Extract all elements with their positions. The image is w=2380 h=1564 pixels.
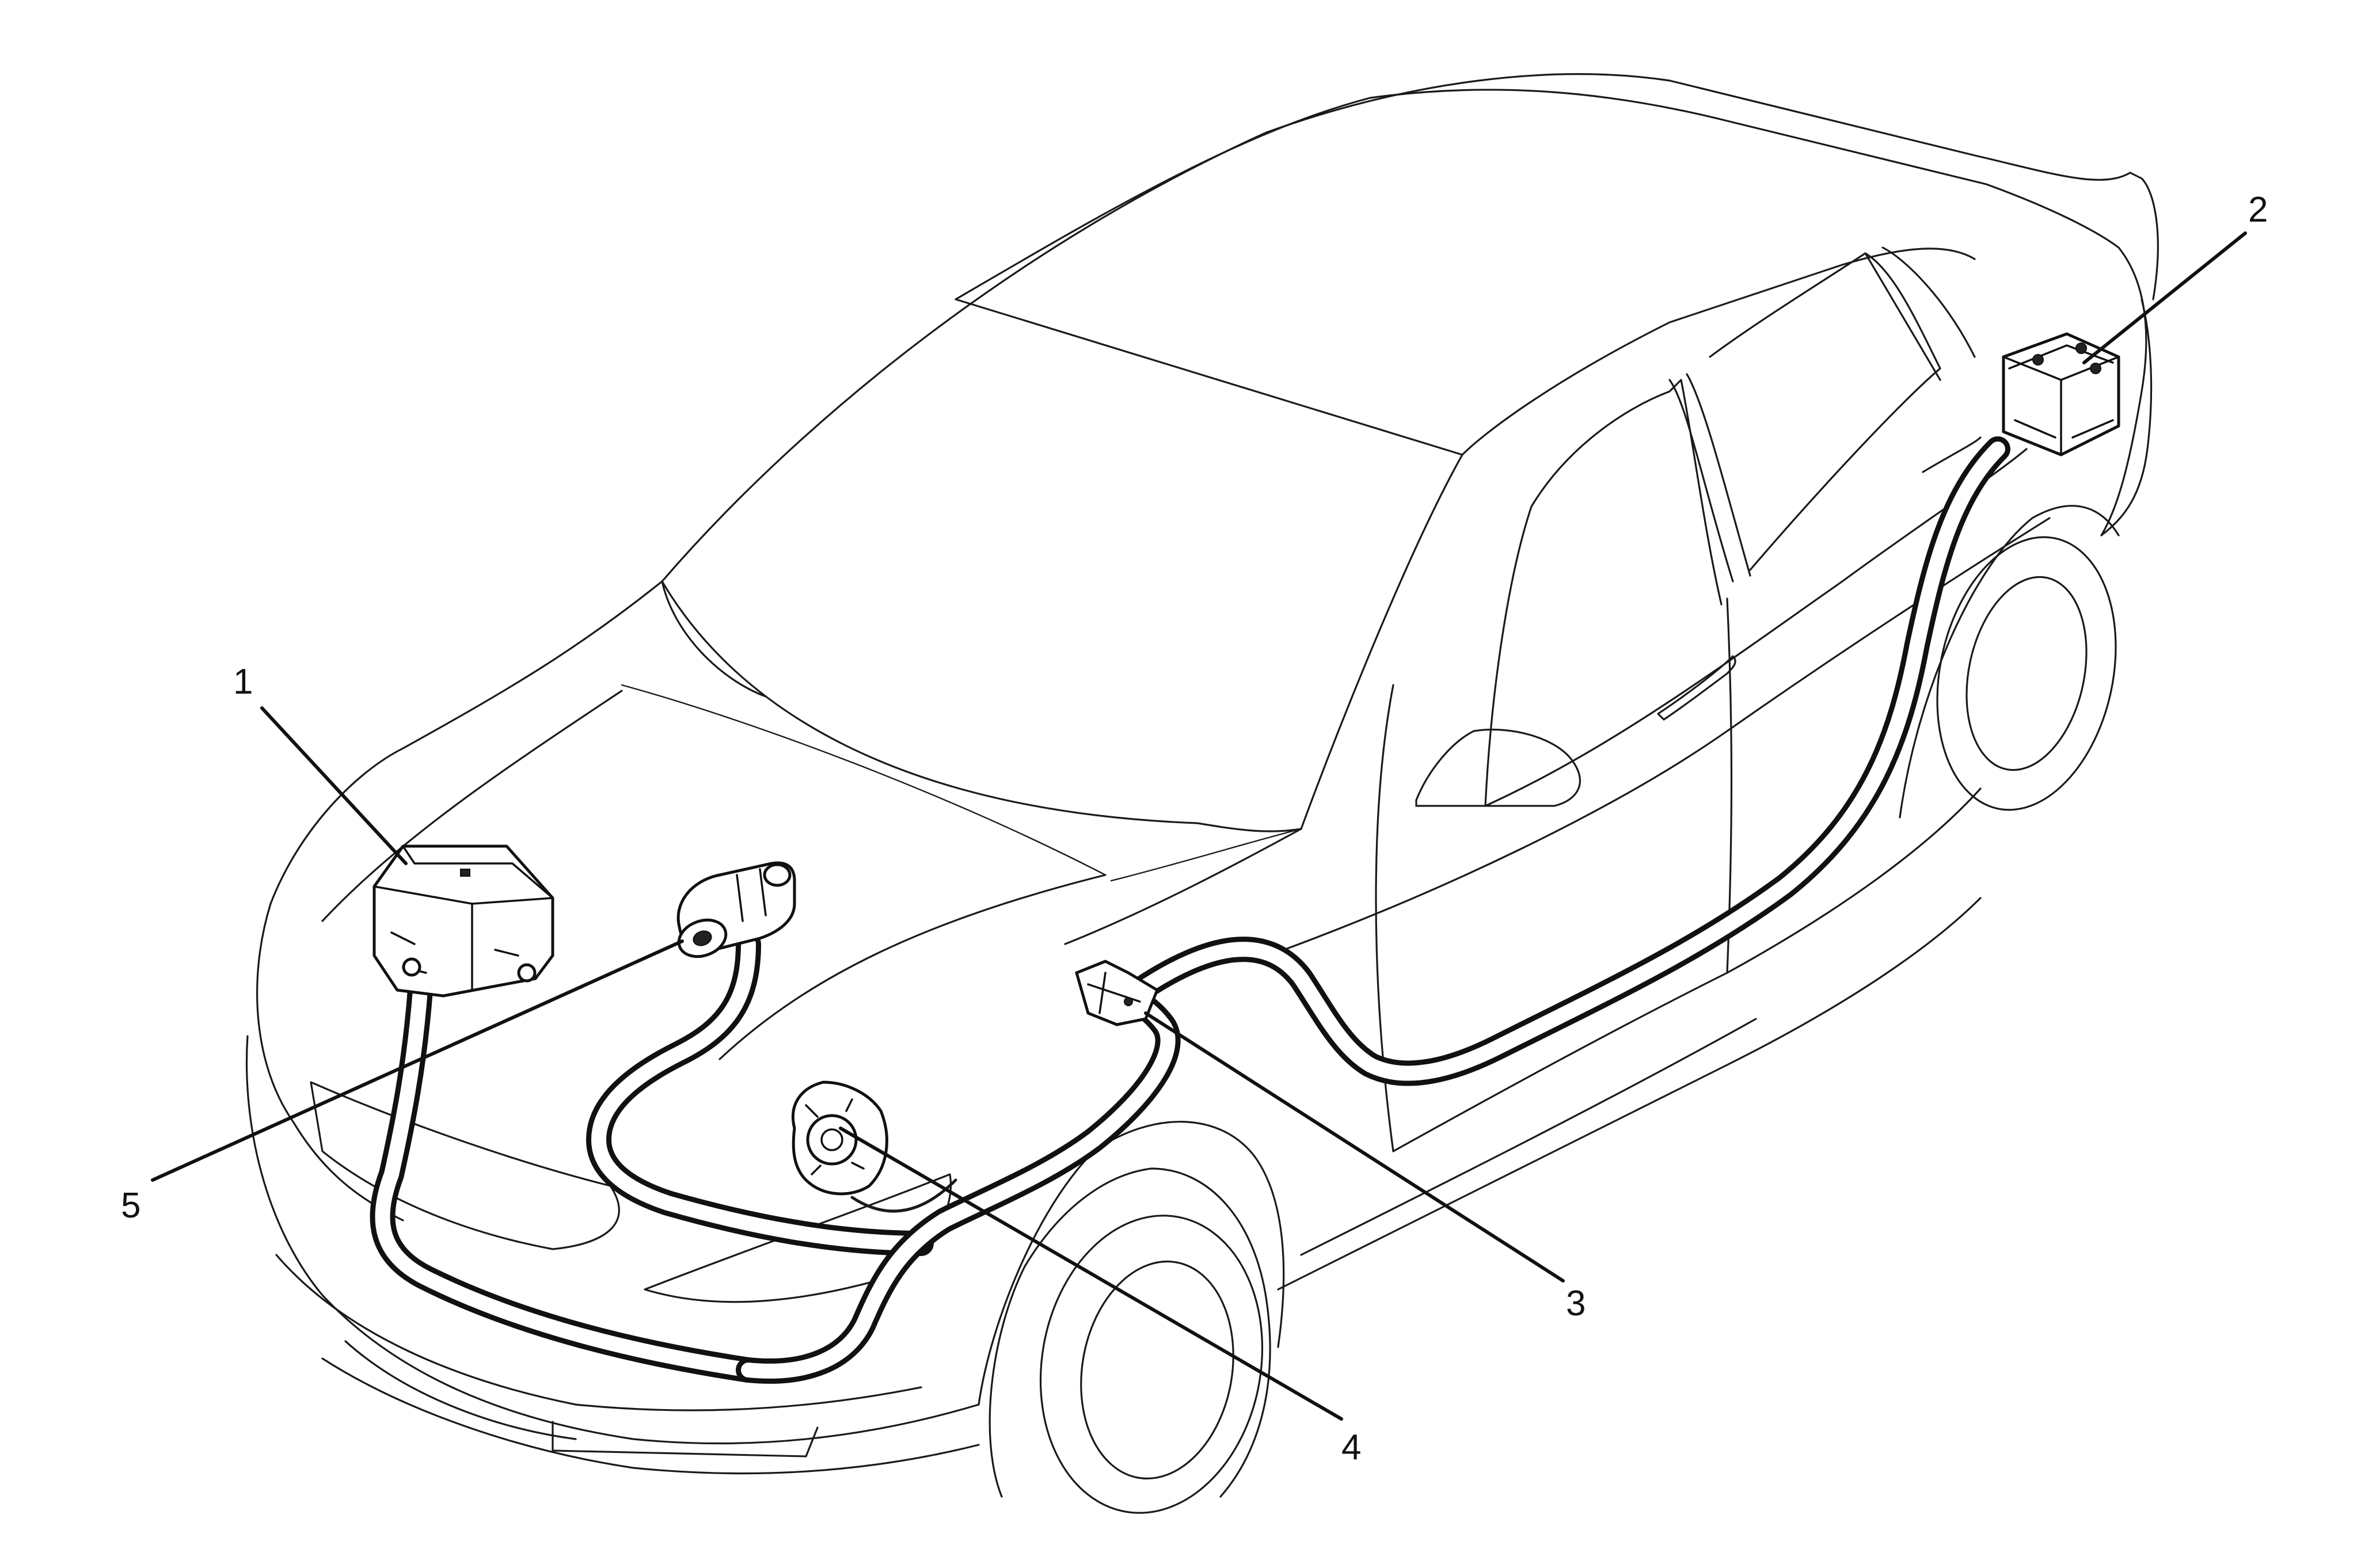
callout-4: 4 xyxy=(1341,1428,1361,1467)
leader-line-1 xyxy=(260,706,408,865)
car-body-outline xyxy=(245,73,2159,1514)
leader-line-2 xyxy=(2082,231,2247,364)
ground-terminal-icon xyxy=(1075,960,1159,1026)
callout-3: 3 xyxy=(1566,1284,1586,1323)
callout-5: 5 xyxy=(121,1186,140,1226)
leader-line-3 xyxy=(1144,1011,1565,1283)
leader-lines xyxy=(151,231,2247,1421)
callout-1: 1 xyxy=(233,662,253,702)
wiring-harness xyxy=(370,436,2010,1384)
leader-line-4 xyxy=(839,1127,1343,1421)
callout-labels: 1 2 3 4 5 xyxy=(121,190,2268,1467)
starter-motor-icon xyxy=(676,861,796,958)
battery-icon xyxy=(2002,332,2120,456)
generator-icon xyxy=(791,1080,888,1196)
fuse-block-icon xyxy=(372,844,554,998)
leader-line-5 xyxy=(151,939,684,1182)
callout-2: 2 xyxy=(2248,190,2268,230)
